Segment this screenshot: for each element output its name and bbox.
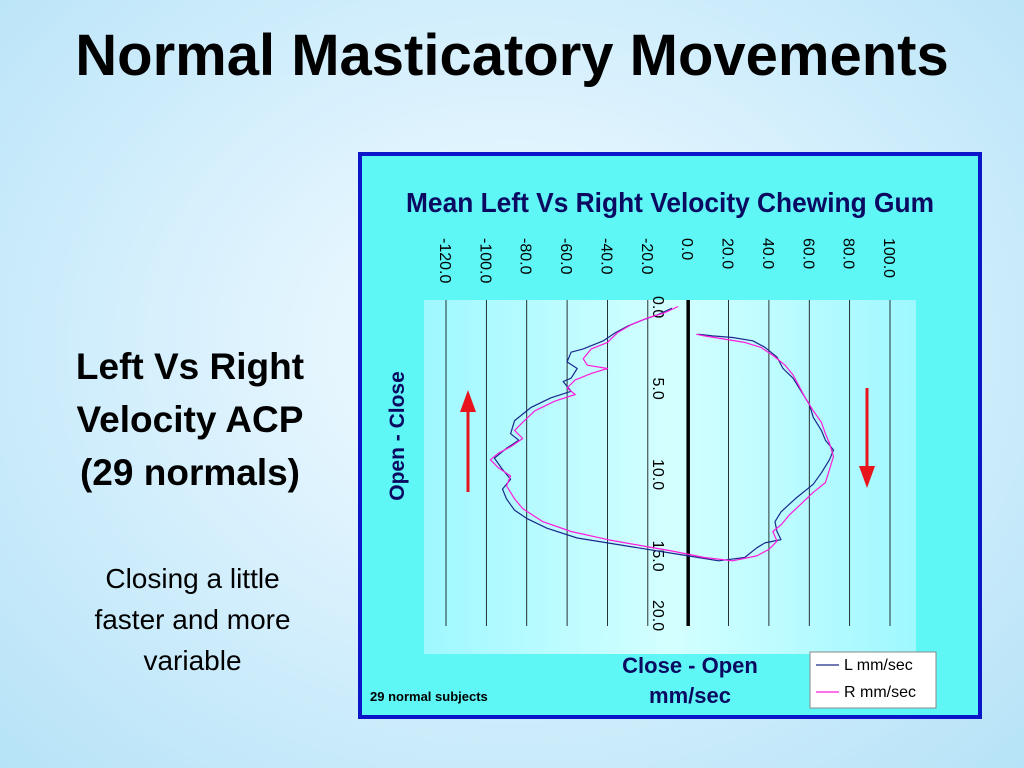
- chart-footnote: 29 normal subjects: [370, 689, 488, 704]
- series-line-L: [493, 307, 835, 562]
- left-heading: Left Vs Right Velocity ACP (29 normals): [30, 340, 350, 499]
- y-tick-label: 10.0: [649, 459, 666, 490]
- x-tick-label: -20.0: [638, 238, 655, 275]
- x-axis-title-line-2: mm/sec: [649, 683, 731, 708]
- legend-label: R mm/sec: [844, 684, 916, 701]
- heading-line-2: Velocity ACP: [76, 399, 304, 440]
- x-tick-label: 20.0: [719, 238, 736, 269]
- x-axis-title-line-1: Close - Open: [622, 653, 758, 678]
- x-tick-label: -80.0: [517, 238, 534, 275]
- x-tick-label: -60.0: [557, 238, 574, 275]
- x-tick-label: 60.0: [799, 238, 816, 269]
- x-tick-label: 40.0: [759, 238, 776, 269]
- left-note: Closing a little faster and more variabl…: [40, 558, 345, 681]
- heading-line-3: (29 normals): [79, 452, 300, 493]
- opening-arrow-head: [460, 390, 476, 412]
- slide-title: Normal Masticatory Movements: [75, 23, 949, 88]
- heading-line-1: Left Vs Right: [75, 346, 305, 387]
- y-tick-label: 15.0: [649, 541, 666, 572]
- legend-label: L mm/sec: [844, 657, 913, 674]
- x-tick-label: 0.0: [678, 238, 695, 260]
- x-tick-label: -100.0: [476, 238, 493, 283]
- note-line-2: faster and more: [94, 604, 291, 635]
- chart-title: Mean Left Vs Right Velocity Chewing Gum: [406, 187, 934, 218]
- y-tick-label: 20.0: [649, 600, 666, 631]
- x-tick-label: 80.0: [840, 238, 857, 269]
- velocity-chart: Mean Left Vs Right Velocity Chewing Gum -…: [370, 187, 937, 709]
- y-axis-title: Open - Close: [386, 371, 409, 501]
- y-tick-label: 5.0: [649, 378, 666, 400]
- x-tick-label: -120.0: [436, 238, 453, 283]
- closing-arrow-head: [859, 466, 875, 488]
- note-line-1: Closing a little: [105, 563, 280, 594]
- series-line-R: [489, 305, 835, 562]
- note-line-3: variable: [143, 645, 242, 676]
- x-tick-label: -40.0: [597, 238, 614, 275]
- legend-box: [809, 651, 937, 709]
- x-tick-label: 100.0: [880, 238, 897, 278]
- plot-background: [424, 300, 916, 654]
